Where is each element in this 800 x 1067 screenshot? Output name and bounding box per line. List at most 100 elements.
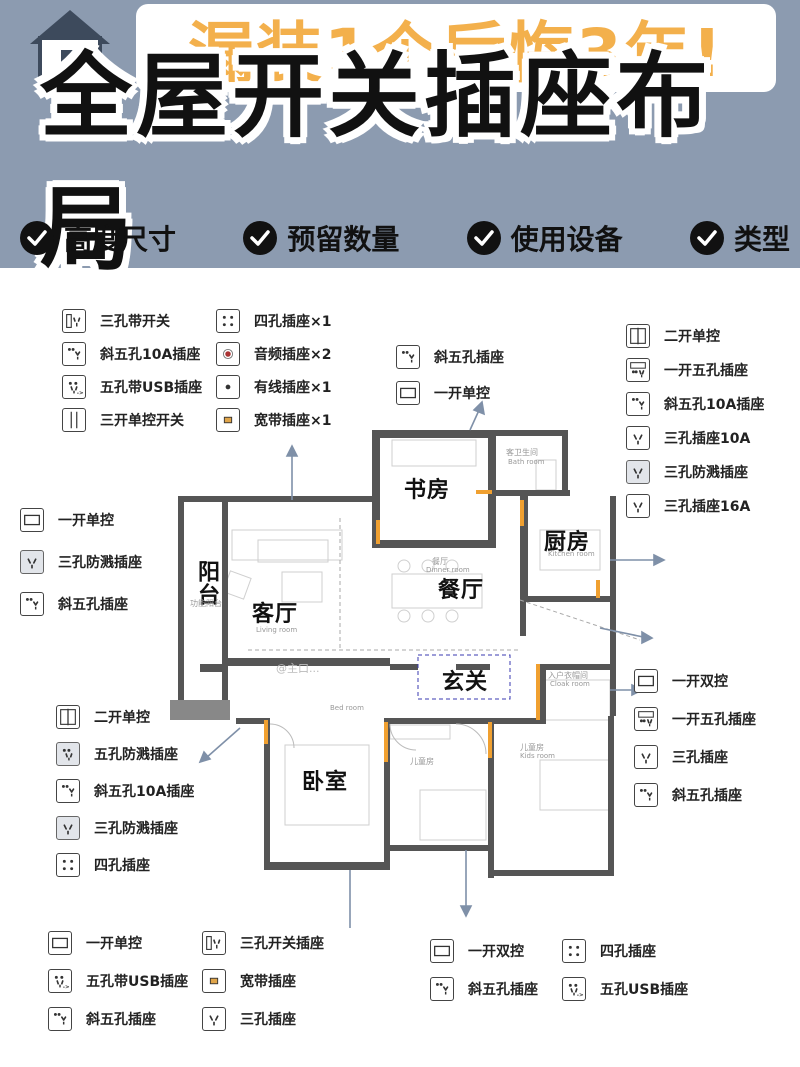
legend-item: 有线插座×1 [216, 374, 331, 400]
three-hole-icon [626, 426, 650, 450]
legend-item: ->五孔带USB插座 [48, 968, 188, 994]
single-switch-icon [48, 931, 72, 955]
legend-item: 宽带插座 [202, 968, 296, 994]
legend-item: ->五孔带USB插座 [62, 374, 202, 400]
legend-label: 一开单控 [86, 936, 142, 952]
legend-item: 一开单控 [20, 507, 114, 533]
legend-item: 三孔插座 [202, 1006, 296, 1032]
plan-label-bedroom-en: Bed room [330, 704, 364, 712]
plan-label-living-en: Living room [256, 626, 298, 634]
legend-label: 二开单控 [94, 710, 150, 726]
feature-check: 高度尺寸 [20, 218, 176, 258]
feature-check: 类型 [689, 218, 790, 258]
legend-label: 四孔插座 [94, 858, 150, 874]
svg-text:->: -> [63, 984, 70, 990]
oblique-five-hole-icon [62, 342, 86, 366]
room-study: 书房 [404, 478, 451, 503]
legend-item: 二开单控 [626, 323, 720, 349]
legend-item: 斜五孔10A插座 [56, 778, 194, 804]
legend-item: 二开单控 [56, 704, 150, 730]
legend-item: 三孔插座 [634, 744, 728, 770]
legend-item: 一开五孔插座 [634, 706, 756, 732]
plan-label-dining-en: Dinner room [426, 566, 470, 574]
legend-label: 三孔防溅插座 [94, 821, 178, 837]
legend-item: 音频插座×2 [216, 341, 331, 367]
oblique-five-hole-icon [634, 783, 658, 807]
three-hole-switch-icon [202, 931, 226, 955]
four-hole-icon [216, 309, 240, 333]
three-gang-switch-icon [62, 408, 86, 432]
single-switch-icon [396, 381, 420, 405]
svg-text:->: -> [577, 992, 584, 998]
feature-check: 预留数量 [243, 218, 399, 258]
legend-item: 三孔开关插座 [202, 930, 324, 956]
legend-label: 四孔插座 [600, 944, 656, 960]
plan-label-bath: 客卫生间 [506, 448, 538, 457]
legend-label: 斜五孔插座 [672, 788, 742, 804]
check-icon [20, 221, 54, 255]
legend-label: 三孔带开关 [100, 314, 170, 330]
check-icon [689, 221, 724, 255]
broadband-socket-icon [216, 408, 240, 432]
legend-item: 三孔防溅插座 [20, 549, 142, 575]
feature-label: 类型 [733, 223, 790, 256]
legend-label: 斜五孔10A插座 [664, 397, 765, 413]
legend-item: 一开双控 [634, 668, 728, 694]
legend-item: 斜五孔插座 [48, 1006, 156, 1032]
legend-item: 四孔插座×1 [216, 308, 331, 334]
plan-label-dining: 餐厅 [432, 557, 448, 566]
feature-label: 预留数量 [287, 223, 400, 256]
plan-label-kids2-en: Kids room [520, 752, 555, 760]
switch-five-hole-icon [626, 358, 650, 382]
legend-item: 斜五孔10A插座 [62, 341, 200, 367]
legend-label: 斜五孔10A插座 [100, 347, 201, 363]
legend-label: 三孔开关插座 [240, 936, 324, 952]
three-hole-icon [626, 494, 650, 518]
legend-label: 二开单控 [664, 329, 720, 345]
legend-item: 斜五孔10A插座 [626, 391, 764, 417]
header-banner: 漏装1个后悔3年! 全屋开关插座布局 高度尺寸 预留数量 使用设备 类型 [0, 0, 800, 283]
legend-item: 三孔防溅插座 [56, 815, 178, 841]
oblique-five-hole-icon [396, 345, 420, 369]
legend-item: 斜五孔插座 [634, 782, 742, 808]
room-balcony: 阳台 [194, 560, 219, 606]
feature-label: 高度尺寸 [64, 223, 177, 256]
splash-proof-three-hole-icon [20, 550, 44, 574]
room-kitchen: 厨房 [544, 530, 591, 555]
plan-label-balcony: 功能阳台 [190, 599, 222, 608]
legend-item: 一开单控 [48, 930, 142, 956]
check-icon [466, 221, 501, 255]
single-switch-icon [20, 508, 44, 532]
oblique-five-hole-icon [626, 392, 650, 416]
legend-label: 五孔防溅插座 [94, 747, 178, 763]
legend-item: 三孔防溅插座 [626, 459, 748, 485]
legend-label: 四孔插座×1 [254, 314, 332, 330]
legend-item: 斜五孔插座 [430, 976, 538, 1002]
legend-label: 有线插座×1 [254, 380, 332, 396]
legend-label: 一开五孔插座 [664, 363, 748, 379]
legend-item: 五孔防溅插座 [56, 741, 178, 767]
legend-item: 一开单控 [396, 380, 490, 406]
floor-plan [170, 400, 666, 928]
svg-text:->: -> [77, 390, 84, 396]
legend-label: 三孔插座10A [664, 431, 751, 447]
three-hole-icon [634, 745, 658, 769]
house-icon [30, 10, 110, 84]
switch-five-hole-icon [634, 707, 658, 731]
three-hole-switch-icon [62, 309, 86, 333]
legend-label: 宽带插座×1 [254, 413, 332, 429]
legend-item: 宽带插座×1 [216, 407, 331, 433]
plan-label-kitchen-en: Kitchen room [548, 550, 595, 558]
splash-proof-five-hole-icon [56, 742, 80, 766]
room-dining: 餐厅 [438, 578, 485, 603]
legend-label: 三孔插座 [240, 1012, 296, 1028]
audio-socket-icon [216, 342, 240, 366]
legend-label: 三孔插座16A [664, 499, 751, 515]
legend-label: 斜五孔插座 [58, 597, 128, 613]
legend-label: 一开五孔插座 [672, 712, 756, 728]
headline-main: 全屋开关插座布局 [40, 43, 713, 283]
legend-item: 三孔插座10A [626, 425, 750, 451]
legend-label: 斜五孔插座 [86, 1012, 156, 1028]
four-hole-icon [562, 939, 586, 963]
legend-item: 三开单控开关 [62, 407, 184, 433]
